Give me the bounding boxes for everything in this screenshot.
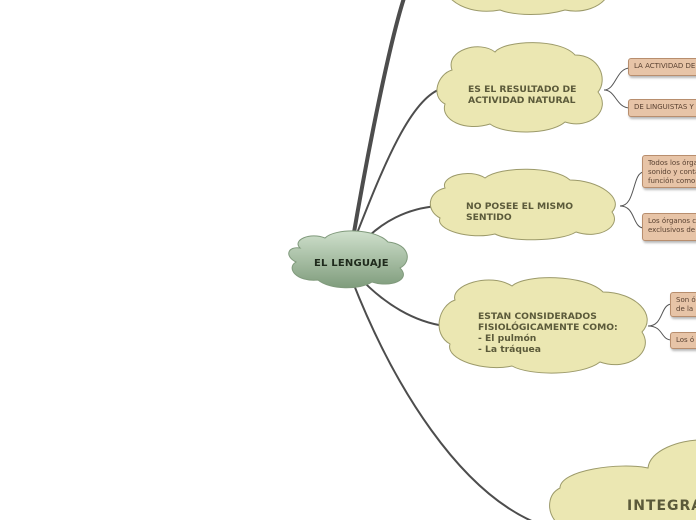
node-label-resultado[interactable]: ES EL RESULTADO DE ACTIVIDAD NATURAL — [468, 84, 577, 106]
leaf-connectors — [603, 67, 673, 341]
cloud-sentido — [430, 168, 616, 241]
central-topic-label[interactable]: EL LENGUAJE — [314, 258, 389, 269]
leaf-considerados-1[interactable]: Son ó de la — [670, 292, 696, 317]
connector-integra — [351, 279, 533, 520]
node-label-integra[interactable]: INTEGRA — [627, 498, 696, 514]
central-topic-shape — [288, 230, 408, 289]
leaf-resultado-2[interactable]: DE LINGUISTAS Y — [628, 99, 696, 117]
leaf-resultado-1[interactable]: LA ACTIVIDAD DE — [628, 58, 696, 76]
connector-resultado — [351, 87, 445, 247]
leaf-sentido-1[interactable]: Todos los órga sonido y conta función co… — [642, 155, 696, 188]
node-label-sentido[interactable]: NO POSEE EL MISMO SENTIDO — [466, 201, 574, 223]
cloud-considerados — [438, 277, 648, 374]
cloud-integra — [549, 439, 696, 520]
cloud-resultado — [436, 42, 603, 133]
leaf-sentido-2[interactable]: Los órganos c exclusivos de — [642, 213, 696, 241]
connector-top-offscreen — [350, 0, 406, 246]
connector-considerados — [357, 275, 446, 327]
node-label-considerados[interactable]: ESTAN CONSIDERADOS FISIOLÓGICAMENTE COMO… — [478, 311, 618, 355]
leaf-considerados-2[interactable]: Los ó — [670, 332, 696, 349]
cloud-top-partial — [451, 0, 605, 15]
